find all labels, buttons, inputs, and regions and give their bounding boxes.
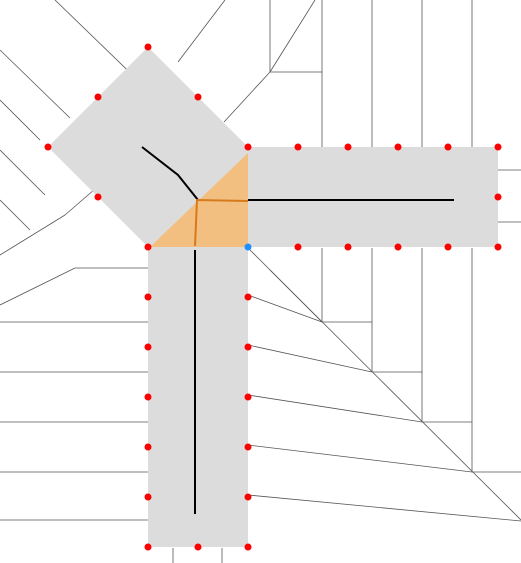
vertex-point[interactable] [244, 543, 252, 551]
selected-vertex-point[interactable] [244, 243, 252, 251]
vertex-point[interactable] [94, 193, 102, 201]
grid-line [0, 99, 41, 141]
vertex-markers [44, 43, 502, 551]
vertex-point[interactable] [144, 493, 152, 501]
grid-line [247, 294, 323, 323]
grid-line [0, 214, 66, 256]
grid-line [0, 199, 31, 231]
vertex-point[interactable] [94, 93, 102, 101]
vertical-arm[interactable] [148, 197, 248, 547]
vertex-point[interactable] [444, 143, 452, 151]
grid-line [247, 444, 473, 473]
vertex-point[interactable] [394, 143, 402, 151]
vertex-point[interactable] [344, 143, 352, 151]
vertex-point[interactable] [144, 343, 152, 351]
vertex-point[interactable] [494, 193, 502, 201]
vertex-point[interactable] [294, 243, 302, 251]
grid-line [223, 71, 271, 123]
vertex-point[interactable] [44, 143, 52, 151]
vertex-point[interactable] [244, 493, 252, 501]
vertex-point[interactable] [244, 393, 252, 401]
grid-line [247, 344, 373, 373]
vertex-point[interactable] [244, 293, 252, 301]
grid-line [269, 269, 323, 323]
grid-line [0, 49, 71, 119]
vertex-point[interactable] [244, 143, 252, 151]
vertex-point[interactable] [344, 243, 352, 251]
vertex-point[interactable] [394, 243, 402, 251]
vertex-point[interactable] [244, 443, 252, 451]
grid-line [0, 149, 46, 196]
vertex-point[interactable] [294, 143, 302, 151]
vertex-point[interactable] [494, 143, 502, 151]
vertex-point[interactable] [144, 43, 152, 51]
grid-line [177, 0, 226, 63]
grid-line [247, 394, 423, 423]
vertex-point[interactable] [194, 93, 202, 101]
junction-skeleton-line [194, 198, 249, 247]
vertex-point[interactable] [494, 243, 502, 251]
vertex-point[interactable] [244, 343, 252, 351]
grid-line [269, 0, 316, 73]
vertex-point[interactable] [144, 443, 152, 451]
vertex-point[interactable] [144, 543, 152, 551]
grid-line [0, 267, 76, 306]
vertex-point[interactable] [144, 243, 152, 251]
diagonal-skeleton-line [141, 146, 199, 201]
vertex-point[interactable] [444, 243, 452, 251]
vertex-point[interactable] [144, 393, 152, 401]
vertex-point[interactable] [194, 543, 202, 551]
vertex-point[interactable] [144, 293, 152, 301]
grid-line [247, 494, 521, 522]
